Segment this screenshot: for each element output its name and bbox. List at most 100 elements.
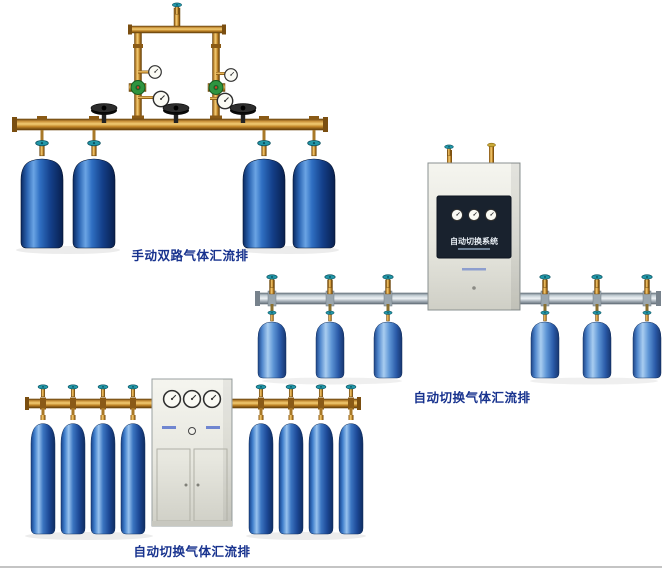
product-photo-auto-switch-manifold-6: 自动切换系统 xyxy=(255,142,662,385)
cylinder-station xyxy=(248,384,274,535)
gas-cylinder xyxy=(315,321,345,379)
gas-cylinder xyxy=(278,423,304,535)
manifold-valve-icon xyxy=(345,384,357,398)
gas-cylinder xyxy=(248,423,274,535)
gas-cylinder xyxy=(257,321,287,379)
cylinder-station xyxy=(242,116,286,249)
pressure-gauge-icon xyxy=(182,389,202,409)
indicator-dial-icon xyxy=(188,427,196,435)
cylinder-valve-icon xyxy=(642,310,652,322)
cylinder-station xyxy=(30,384,56,535)
gas-cylinder xyxy=(308,423,334,535)
bottom-divider xyxy=(0,566,662,568)
floor-shadow xyxy=(25,532,153,540)
cabinet-inlet-valve-icon xyxy=(444,144,454,157)
gas-cylinder xyxy=(30,423,56,535)
pressure-regulator-left xyxy=(128,65,170,108)
cylinder-station xyxy=(632,274,662,379)
floor-shadow xyxy=(262,377,402,385)
pressure-gauge-icon xyxy=(162,389,182,409)
manifold-valve-icon xyxy=(266,274,278,288)
cylinder-station xyxy=(315,274,345,379)
cabinet-plinth xyxy=(152,521,232,526)
product-caption-manual-dual: 手动双路气体汇流排 xyxy=(131,249,249,263)
pressure-gauge-icon xyxy=(224,68,238,82)
cylinder-station xyxy=(20,116,64,249)
manifold-valve-icon xyxy=(539,274,551,288)
door-handle xyxy=(184,483,188,487)
product-photo-manual-dual-manifold xyxy=(12,2,339,254)
gas-cylinder xyxy=(60,423,86,535)
cabinet-marking xyxy=(162,426,176,429)
cylinder-station xyxy=(60,384,86,535)
gas-cylinder xyxy=(530,321,560,379)
cabinet-lock xyxy=(472,286,476,290)
product-caption-auto-switch-floor: 自动切换气体汇流排 xyxy=(133,545,251,559)
pressure-gauge-icon xyxy=(202,389,222,409)
pressure-gauge-icon xyxy=(216,92,234,110)
cylinder-valve-icon xyxy=(87,139,101,157)
cylinder-valve-icon xyxy=(325,310,335,322)
manifold-pipe xyxy=(14,118,326,131)
manifold-valve-icon xyxy=(641,274,653,288)
cylinder-valve-icon xyxy=(257,139,271,157)
pressure-gauge-icon xyxy=(148,65,162,79)
floor-shadow xyxy=(530,377,658,385)
gas-cylinder xyxy=(120,423,146,535)
header-pipe xyxy=(130,25,224,34)
cabinet-inlet-valve-icon xyxy=(487,142,496,148)
cylinder-valve-icon xyxy=(592,310,602,322)
gas-cylinder xyxy=(338,423,364,535)
cylinder-station xyxy=(257,274,287,379)
cylinder-valve-icon xyxy=(267,310,277,322)
gas-cylinder xyxy=(373,321,403,379)
manifold-valve-icon xyxy=(97,384,109,398)
cylinder-valve-icon xyxy=(540,310,550,322)
manifold-valve-icon xyxy=(37,384,49,398)
manifold-valve-icon xyxy=(591,274,603,288)
floor-shadow xyxy=(246,532,366,540)
cylinder-station xyxy=(292,116,336,249)
pressure-regulator-right xyxy=(207,68,238,110)
cylinder-station xyxy=(373,274,403,379)
cylinder-station xyxy=(582,274,612,379)
cylinder-valve-icon xyxy=(307,139,321,157)
panel-subtitle-line xyxy=(458,248,490,250)
product-caption-auto-switch-wall: 自动切换气体汇流排 xyxy=(413,391,531,405)
manifold-valve-icon xyxy=(255,384,267,398)
door-handle xyxy=(196,483,200,487)
cylinder-valve-icon xyxy=(35,139,49,157)
product-photo-auto-switch-manifold-8 xyxy=(25,378,366,540)
manifold-pipe-right xyxy=(231,398,359,409)
cabinet-marking xyxy=(462,268,486,271)
cabinet-panel-title: 自动切换系统 xyxy=(450,236,498,246)
pressure-gauge-icon xyxy=(484,208,498,222)
manifold-valve-icon xyxy=(382,274,394,288)
manifold-valve-icon xyxy=(324,274,336,288)
outlet-valve-icon xyxy=(171,2,183,15)
manifold-valve-icon xyxy=(127,384,139,398)
manifold-valve-icon xyxy=(285,384,297,398)
cylinder-station xyxy=(278,384,304,535)
gas-cylinder xyxy=(20,158,64,249)
cylinder-station xyxy=(308,384,334,535)
gas-cylinder xyxy=(242,158,286,249)
cylinder-station xyxy=(120,384,146,535)
manifold-valve-icon xyxy=(67,384,79,398)
pressure-gauge-icon xyxy=(467,208,481,222)
pressure-gauge-icon xyxy=(450,208,464,222)
gas-cylinder xyxy=(292,158,336,249)
cylinder-station xyxy=(90,384,116,535)
cylinder-valve-icon xyxy=(383,310,393,322)
cylinder-station xyxy=(72,116,116,249)
manifold-valve-icon xyxy=(315,384,327,398)
pressure-gauge-icon xyxy=(152,90,170,108)
cabinet-marking xyxy=(206,426,220,429)
gas-cylinder xyxy=(90,423,116,535)
cylinder-station xyxy=(338,384,364,535)
cylinder-station xyxy=(530,274,560,379)
gas-cylinder xyxy=(632,321,662,379)
gas-cylinder xyxy=(582,321,612,379)
gas-cylinder xyxy=(72,158,116,249)
